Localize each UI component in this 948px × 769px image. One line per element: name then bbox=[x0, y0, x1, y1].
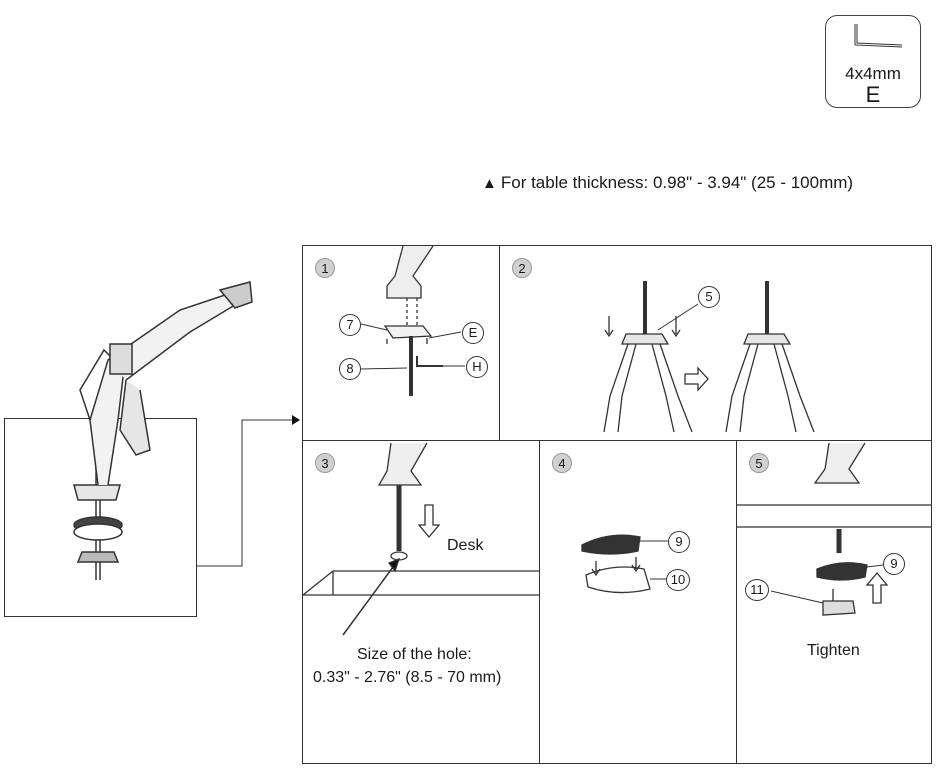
tool-size-label: 4x4mm bbox=[845, 64, 901, 83]
step-4-panel: 4 9 10 bbox=[539, 440, 737, 764]
callout-10: 10 bbox=[666, 569, 690, 591]
step-2-panel: 2 5 bbox=[499, 245, 932, 441]
tool-letter-label: E bbox=[865, 82, 881, 107]
callout-H: H bbox=[466, 356, 488, 378]
connector-arrow bbox=[196, 415, 300, 567]
callout-9-step5: 9 bbox=[883, 553, 905, 575]
tighten-label: Tighten bbox=[807, 642, 860, 659]
callout-7: 7 bbox=[339, 314, 361, 336]
warning-icon: ▲ bbox=[482, 175, 497, 192]
hex-key-icon bbox=[854, 24, 903, 48]
step-5-panel: 5 9 11 Tighten bbox=[736, 440, 932, 764]
desk-label: Desk bbox=[447, 537, 484, 554]
hole-size-heading: Size of the hole: bbox=[357, 646, 472, 663]
tighten-knob-illustration bbox=[737, 442, 931, 616]
callout-E: E bbox=[462, 322, 484, 344]
table-thickness-warning: ▲For table thickness: 0.98" - 3.94" (25 … bbox=[482, 173, 853, 193]
callout-9: 9 bbox=[668, 531, 690, 553]
monitor-arm-overview-illustration bbox=[73, 281, 253, 580]
base-assembly-illustration bbox=[603, 281, 815, 433]
step-3-panel: 3 Desk Size of the hole: 0.33" - 2.76" (… bbox=[302, 440, 540, 764]
callout-11: 11 bbox=[745, 579, 769, 601]
base-plate-illustration bbox=[581, 534, 668, 594]
step-1-panel: 1 7 E 8 H bbox=[302, 245, 500, 441]
hex-key-tool-card: 4x4mm E bbox=[825, 15, 921, 108]
step-1-badge: 1 bbox=[315, 258, 335, 278]
desk-hole-illustration bbox=[303, 442, 539, 636]
step-5-badge: 5 bbox=[749, 453, 769, 473]
step-3-badge: 3 bbox=[315, 453, 335, 473]
step-2-badge: 2 bbox=[512, 258, 532, 278]
clamp-plate-illustration bbox=[360, 246, 465, 396]
step-4-badge: 4 bbox=[552, 453, 572, 473]
hole-size-value: 0.33" - 2.76" (8.5 - 70 mm) bbox=[313, 669, 502, 686]
callout-5: 5 bbox=[698, 286, 720, 308]
warning-text: For table thickness: 0.98" - 3.94" (25 -… bbox=[500, 173, 854, 192]
callout-8: 8 bbox=[339, 358, 361, 380]
